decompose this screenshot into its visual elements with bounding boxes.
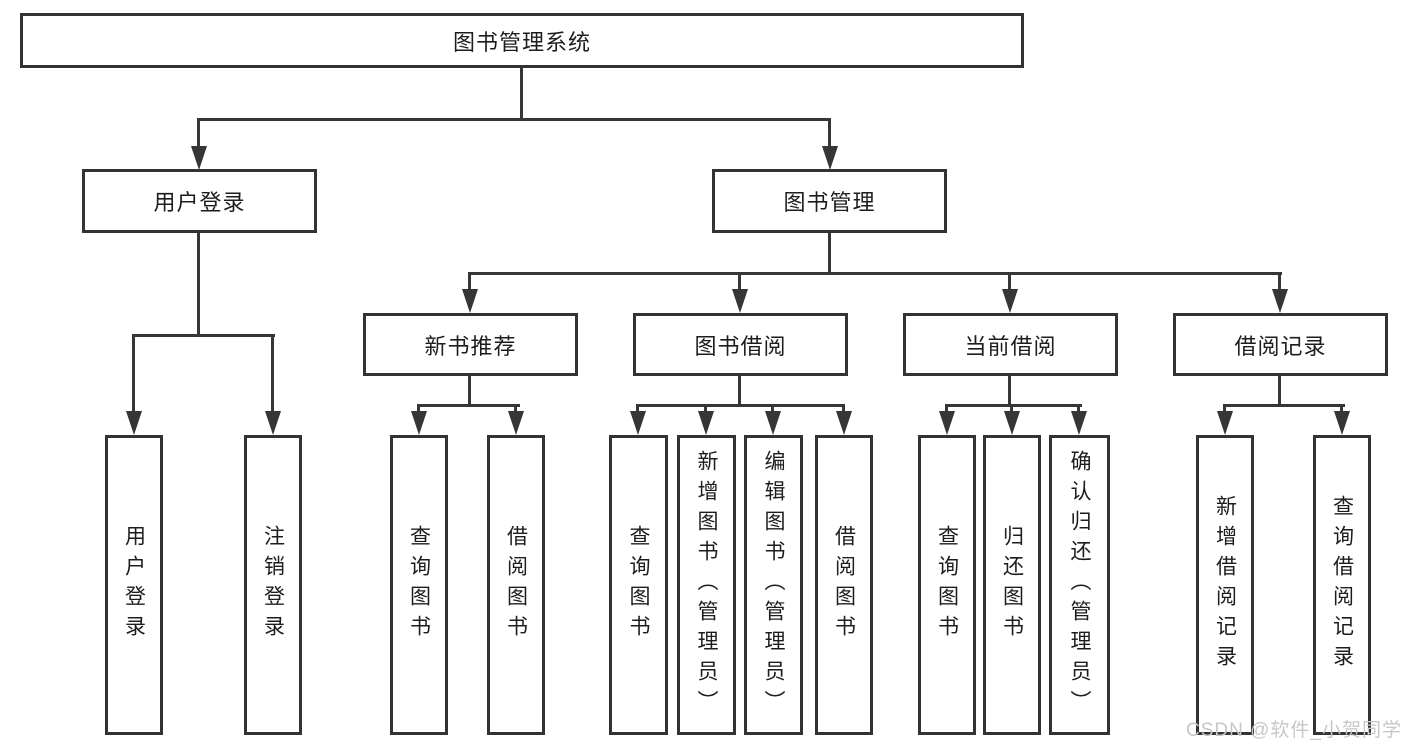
connector-drop [1008, 272, 1011, 290]
arrow-down-icon [1002, 289, 1018, 313]
connector-new-book-stem [468, 376, 471, 407]
connector-new-book-branch [417, 404, 520, 407]
arrow-down-icon [1272, 289, 1288, 313]
connector-root-stem [520, 68, 523, 120]
leaf-query-books-borrow: 查询图书 [609, 435, 668, 735]
arrow-down-icon [191, 146, 207, 170]
connector-drop [417, 404, 420, 413]
connector-drop [271, 334, 274, 412]
connector-root-branch [197, 118, 831, 121]
arrow-down-icon [698, 411, 714, 435]
arrow-down-icon [508, 411, 524, 435]
leaf-edit-book-admin: 编辑图书（管理员） [744, 435, 803, 735]
arrow-down-icon [836, 411, 852, 435]
arrow-down-icon [462, 289, 478, 313]
watermark: CSDN @软件_小贺同学 [1186, 720, 1402, 741]
arrow-down-icon [822, 146, 838, 170]
connector-drop [197, 118, 200, 148]
arrow-down-icon [630, 411, 646, 435]
node-book-borrow: 图书借阅 [633, 313, 848, 376]
connector-drop [1340, 404, 1343, 413]
leaf-query-books-current: 查询图书 [918, 435, 976, 735]
connector-drop [738, 272, 741, 290]
connector-drop [468, 272, 471, 290]
leaf-logout: 注销登录 [244, 435, 302, 735]
node-borrow-records: 借阅记录 [1173, 313, 1388, 376]
connector-drop [945, 404, 948, 413]
connector-book-borrow-branch [636, 404, 845, 407]
node-user-login: 用户登录 [82, 169, 317, 233]
connector-drop [828, 118, 831, 148]
connector-drop [132, 334, 135, 412]
node-current-borrow: 当前借阅 [903, 313, 1118, 376]
leaf-borrow-books: 借阅图书 [815, 435, 873, 735]
connector-book-mgmt-branch [468, 272, 1282, 275]
arrow-down-icon [126, 411, 142, 435]
arrow-down-icon [939, 411, 955, 435]
arrow-down-icon [1334, 411, 1350, 435]
arrow-down-icon [765, 411, 781, 435]
leaf-query-borrow-record: 查询借阅记录 [1313, 435, 1371, 735]
connector-records-branch [1223, 404, 1345, 407]
connector-drop [514, 404, 517, 413]
connector-drop [1223, 404, 1226, 413]
arrow-down-icon [732, 289, 748, 313]
arrow-down-icon [265, 411, 281, 435]
connector-current-borrow-stem [1008, 376, 1011, 407]
node-root: 图书管理系统 [20, 13, 1024, 68]
connector-current-borrow-branch [945, 404, 1082, 407]
connector-drop [636, 404, 639, 413]
leaf-borrow-books-recommend: 借阅图书 [487, 435, 545, 735]
node-book-management: 图书管理 [712, 169, 947, 233]
connector-drop [842, 404, 845, 413]
arrow-down-icon [1217, 411, 1233, 435]
leaf-confirm-return-admin: 确认归还（管理员） [1049, 435, 1110, 735]
node-new-book-recommend: 新书推荐 [363, 313, 578, 376]
connector-book-borrow-stem [738, 376, 741, 407]
leaf-query-books-recommend: 查询图书 [390, 435, 448, 735]
arrow-down-icon [1071, 411, 1087, 435]
leaf-add-book-admin: 新增图书（管理员） [677, 435, 736, 735]
connector-drop [771, 404, 774, 413]
connector-records-stem [1278, 376, 1281, 407]
arrow-down-icon [1004, 411, 1020, 435]
connector-drop [704, 404, 707, 413]
leaf-add-borrow-record: 新增借阅记录 [1196, 435, 1254, 735]
connector-book-mgmt-stem [828, 233, 831, 275]
arrow-down-icon [411, 411, 427, 435]
connector-user-login-stem [197, 233, 200, 337]
connector-drop [1010, 404, 1013, 413]
connector-user-login-branch [132, 334, 275, 337]
leaf-user-login: 用户登录 [105, 435, 163, 735]
connector-drop [1077, 404, 1080, 413]
connector-drop [1278, 272, 1281, 290]
leaf-return-book: 归还图书 [983, 435, 1041, 735]
